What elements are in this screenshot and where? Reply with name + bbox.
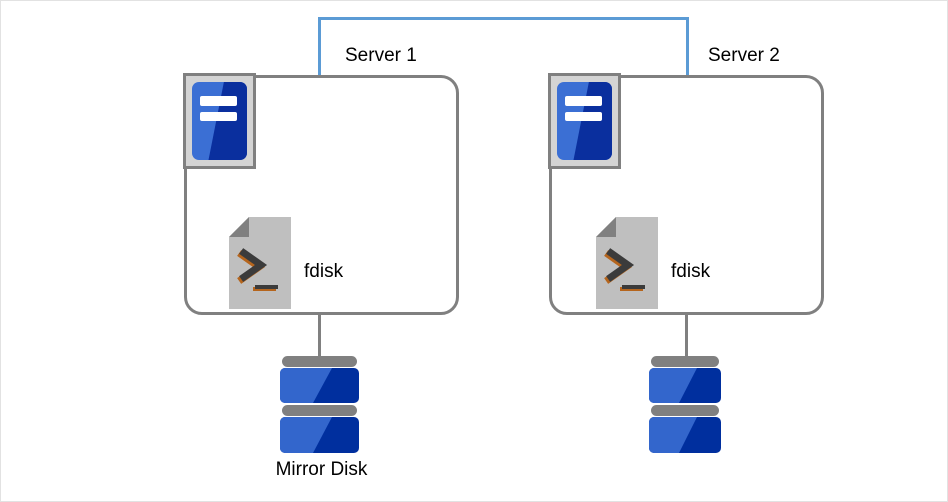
server1-disk-label: Mirror Disk bbox=[275, 459, 368, 480]
disk-platter-top-highlight bbox=[649, 368, 721, 403]
disk-platter-top bbox=[649, 368, 721, 403]
server2-title: Server 2 bbox=[708, 45, 780, 66]
interconnect-left-drop bbox=[318, 17, 321, 77]
server2-disk-connector bbox=[685, 314, 688, 360]
interconnect-horizontal-segment bbox=[318, 17, 689, 20]
disk-bar-top bbox=[651, 356, 719, 367]
server1-disk bbox=[280, 356, 359, 453]
server2-app-label: fdisk bbox=[671, 261, 711, 282]
disk-platter-bottom bbox=[649, 417, 721, 453]
server-icon-body bbox=[557, 82, 612, 160]
disk-bar-middle bbox=[282, 405, 357, 416]
terminal-page-icon bbox=[596, 217, 658, 314]
disk-platter-bottom-highlight bbox=[280, 417, 359, 453]
server-icon-body bbox=[192, 82, 247, 160]
terminal-page-icon bbox=[229, 217, 291, 314]
server-icon bbox=[183, 73, 256, 169]
server1-app: fdisk bbox=[229, 217, 429, 309]
disk-platter-bottom-highlight bbox=[649, 417, 721, 453]
server2-app: fdisk bbox=[596, 217, 796, 309]
server2-disk bbox=[649, 356, 721, 453]
disk-bar-middle bbox=[651, 405, 719, 416]
server-icon-led-bottom bbox=[199, 111, 238, 122]
server1-app-label: fdisk bbox=[304, 261, 344, 282]
server1-disk-connector bbox=[318, 314, 321, 360]
disk-platter-top-highlight bbox=[280, 368, 359, 403]
server-icon-led-top bbox=[564, 96, 603, 106]
server1-title: Server 1 bbox=[345, 45, 417, 66]
interconnect-right-drop bbox=[686, 17, 689, 77]
disk-platter-top bbox=[280, 368, 359, 403]
server-icon bbox=[548, 73, 621, 169]
disk-bar-top bbox=[282, 356, 357, 367]
server-icon-led-bottom bbox=[564, 111, 603, 122]
disk-platter-bottom bbox=[280, 417, 359, 453]
server-icon-led-top bbox=[199, 96, 238, 106]
